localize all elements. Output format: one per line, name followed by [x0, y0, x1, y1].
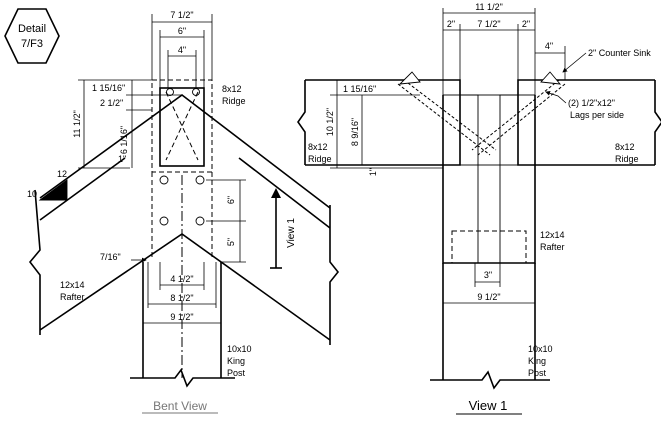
kingpost-break: [130, 368, 235, 388]
detail-sheet-ref: 7/F3: [21, 38, 43, 50]
dim-11-1-2: 11 1/2": [475, 2, 503, 12]
dim-6: 6": [178, 26, 186, 36]
dim-11-1-2: 11 1/2": [72, 110, 82, 138]
ridge-left-size: 8x12: [308, 142, 328, 152]
bent-view: 7 1/2" 6" 4" 11 1/2" 1 15/16" 2 1/2" 6 1…: [27, 10, 340, 414]
kingpost-sides: [442, 263, 536, 380]
detail-tag: Detail 7/F3: [4, 8, 60, 64]
lag-lines: [397, 83, 566, 156]
view-1-marker-label: View 1: [286, 218, 297, 248]
kingpost-label-2: Post: [227, 368, 246, 378]
kingpost-size: 10x10: [227, 344, 252, 354]
peg-holes: [159, 175, 205, 226]
kingpost-hidden: [151, 172, 213, 260]
tenon-outline: [451, 230, 527, 264]
view1-left-dims: 1 15/16" 10 1/2" 8 9/16" 1": [325, 79, 443, 176]
dim-2-left: 2": [447, 19, 455, 29]
dim-4: 4": [545, 41, 553, 51]
rafter-label: Rafter: [540, 242, 565, 252]
ridge-size: 8x12: [222, 84, 242, 94]
kingpost-label-2: Post: [528, 368, 547, 378]
ridge-right-beam: [517, 79, 655, 166]
lag-head-left: [166, 88, 174, 96]
ridge-outline: [151, 79, 213, 173]
ridge-right-label: Ridge: [615, 154, 639, 164]
kingpost-sides: [142, 262, 222, 378]
bent-view-caption: Bent View: [153, 399, 207, 413]
bent-right-dims: 6" 5": [206, 179, 246, 263]
rafter-size: 12x14: [60, 280, 85, 290]
counter-sink-right-icon: [540, 71, 562, 85]
view-1: 11 1/2" 2" 7 1/2" 2" 4" 1 15/16" 10 1/2"…: [297, 2, 661, 415]
lags-label-1: (2) 1/2"x12": [568, 98, 615, 108]
bent-bottom-dims: 4 1/2" 8 1/2" 9 1/2": [143, 262, 221, 324]
rafter-outline: [442, 95, 536, 264]
kingpost-break: [430, 370, 550, 390]
ridge-break-right: [654, 80, 661, 165]
bent-left-dims: 11 1/2" 1 15/16" 2 1/2" 6 1/16" 1": [72, 79, 182, 169]
dim-7-1-2: 7 1/2": [477, 19, 500, 29]
rafter-size: 12x14: [540, 230, 565, 240]
rafter-label: Rafter: [60, 292, 85, 302]
dim-1-15-16: 1 15/16": [343, 84, 376, 94]
dim-3: 3": [484, 270, 492, 280]
rafter-break-right: [329, 205, 340, 345]
lags-label-2: Lags per side: [570, 110, 624, 120]
ridge-break-left: [297, 80, 306, 165]
counter-sink-left-icon: [398, 71, 421, 85]
dim-7-1-2: 7 1/2": [170, 10, 193, 20]
dim-1: 1": [118, 154, 126, 164]
view1-top-dims: 11 1/2" 2" 7 1/2" 2" 4": [442, 2, 566, 95]
ridge-center: [459, 94, 519, 166]
dim-4-1-2: 4 1/2": [170, 274, 193, 284]
lag-lines-2: [403, 79, 560, 151]
kingpost-label-1: King: [227, 356, 245, 366]
slope-triangle-icon: [38, 179, 68, 201]
bent-top-dims: 7 1/2" 6" 4": [151, 10, 213, 88]
ridge-block: [159, 87, 205, 167]
dim-v6: 6": [226, 196, 236, 204]
detail-label: Detail: [18, 23, 46, 35]
peg-hole-icon: [159, 216, 169, 226]
peg-hole-icon: [195, 175, 205, 185]
ridge-label: Ridge: [222, 96, 246, 106]
kingpost-size: 10x10: [528, 344, 553, 354]
peg-hole-icon: [195, 216, 205, 226]
detail-hexagon: [4, 8, 60, 64]
view-1-marker: View 1: [270, 188, 297, 269]
ridge-right-size: 8x12: [615, 142, 635, 152]
dim-v5: 5": [226, 238, 236, 246]
dim-9-1-2: 9 1/2": [477, 292, 500, 302]
dim-4: 4": [178, 45, 186, 55]
rafter-break-left: [28, 189, 41, 335]
dim-10-1-2: 10 1/2": [325, 108, 335, 136]
slope-rise: 10: [27, 189, 37, 199]
counter-sink-label: 2" Counter Sink: [588, 48, 651, 58]
dim-2-right: 2": [522, 19, 530, 29]
dim-6-1-16: 6 1/16": [119, 126, 129, 154]
dim-1: 1": [368, 168, 378, 176]
dim-7-16: 7/16": [100, 252, 121, 262]
peg-hole-icon: [159, 175, 169, 185]
view-1-caption: View 1: [469, 398, 508, 413]
dim-8-9-16: 8 9/16": [350, 118, 360, 146]
dim-8-1-2: 8 1/2": [170, 293, 193, 303]
lag-head-right: [192, 88, 200, 96]
view1-bottom-dims: 3" 9 1/2": [443, 263, 535, 304]
kingpost-label-1: King: [528, 356, 546, 366]
dim-9-1-2: 9 1/2": [170, 312, 193, 322]
dim-1-15-16: 1 15/16": [92, 83, 125, 93]
upper-rafter-top: [39, 94, 331, 209]
ridge-left-label: Ridge: [308, 154, 332, 164]
dim-2-1-2: 2 1/2": [100, 98, 123, 108]
slope-indicator: 12 10: [27, 169, 68, 201]
slope-run: 12: [57, 169, 67, 179]
upper-rafter-bottom: [39, 157, 331, 229]
